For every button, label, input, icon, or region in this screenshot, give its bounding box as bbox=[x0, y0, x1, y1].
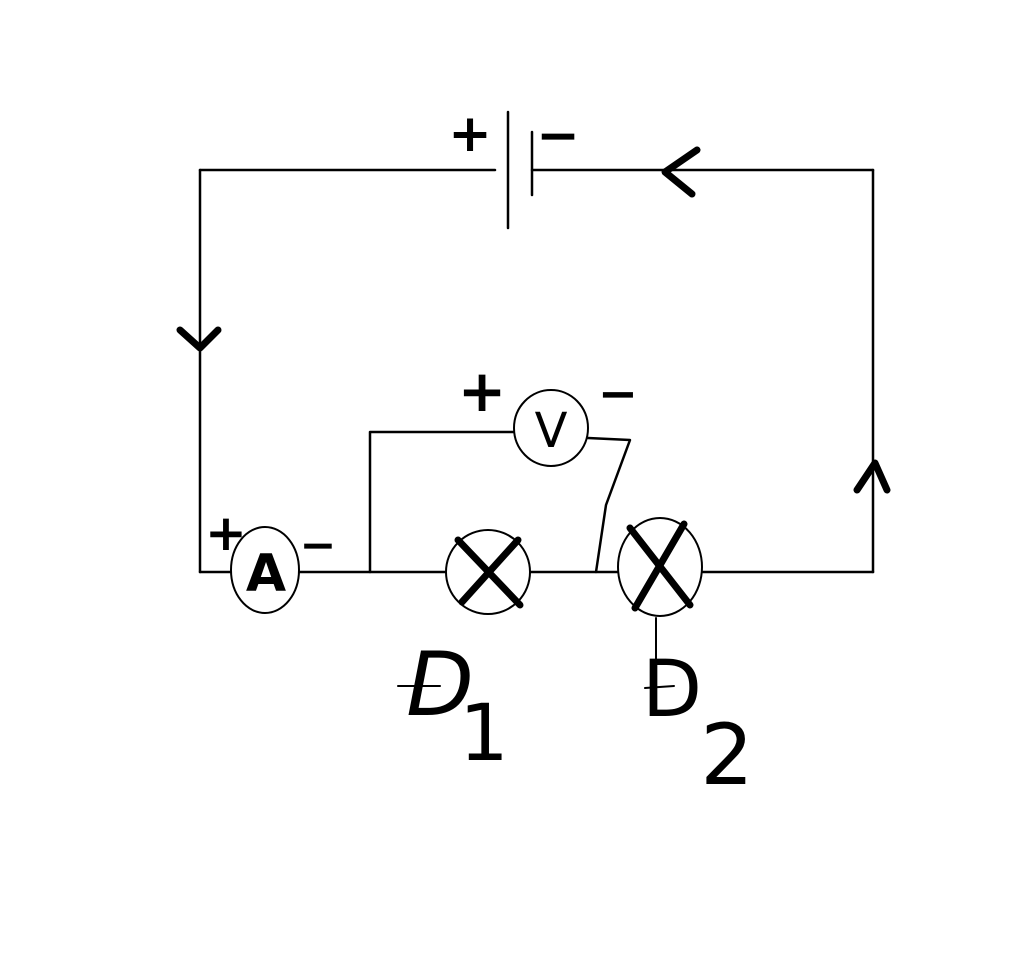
voltmeter-negative-sign: − bbox=[598, 366, 638, 422]
label-d1-letter: D bbox=[406, 633, 474, 736]
battery-positive-sign: + bbox=[448, 104, 492, 164]
ammeter-letter: A bbox=[246, 544, 286, 604]
lamp-d1 bbox=[445, 529, 531, 615]
ammeter: A + − bbox=[205, 504, 337, 614]
voltmeter-circle bbox=[513, 389, 589, 467]
battery-negative-sign: − bbox=[536, 106, 580, 166]
ammeter-negative-sign: − bbox=[300, 520, 337, 571]
label-d2-bar bbox=[644, 685, 675, 689]
label-d2-subscript: 2 bbox=[700, 706, 753, 804]
wire-voltmeter-left bbox=[368, 430, 518, 574]
voltmeter: V + − bbox=[458, 357, 638, 467]
voltmeter-letter: V bbox=[535, 403, 568, 459]
arrow-left-icon bbox=[661, 146, 701, 198]
label-d2-letter: D bbox=[642, 645, 702, 735]
arrow-down-icon bbox=[176, 326, 222, 352]
lamp-labels: D 1 D 2 bbox=[397, 617, 754, 804]
wire-voltmeter-right bbox=[586, 436, 632, 574]
lamp-d2-cross-b bbox=[631, 520, 688, 612]
ammeter-positive-sign: + bbox=[205, 504, 247, 562]
circuit-wires bbox=[198, 168, 875, 574]
battery: + − bbox=[448, 104, 580, 230]
lamp-d2 bbox=[617, 517, 703, 617]
lamp-d1-cross-b bbox=[458, 536, 522, 606]
ammeter-circle bbox=[230, 526, 300, 614]
current-arrows bbox=[176, 146, 891, 494]
lamp-d2-label: D 2 bbox=[642, 617, 754, 804]
arrow-up-icon bbox=[853, 459, 891, 494]
label-d1-subscript: 1 bbox=[459, 689, 509, 779]
lamp-d1-label: D 1 bbox=[397, 633, 509, 779]
voltmeter-positive-sign: + bbox=[458, 357, 507, 425]
